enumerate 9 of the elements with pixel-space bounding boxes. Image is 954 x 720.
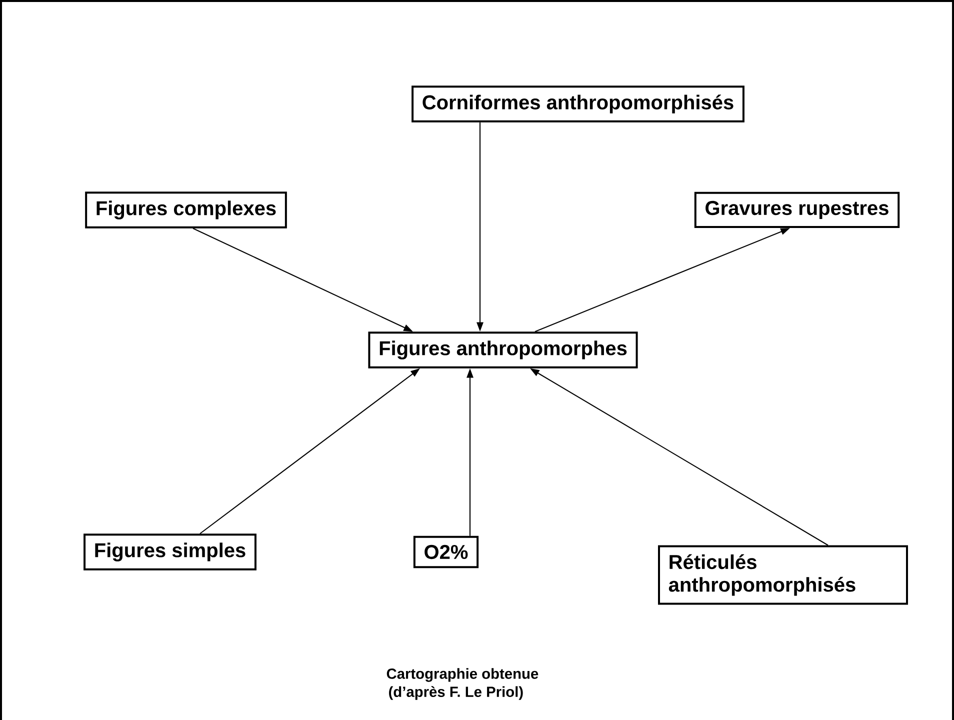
caption-text: Cartographie obtenue bbox=[386, 668, 538, 682]
concept-box: O2% bbox=[413, 536, 479, 568]
concept-box: Figures anthropomorphes bbox=[368, 332, 638, 368]
concept-box: Réticulés anthropomorphisés bbox=[658, 545, 908, 605]
caption-text: (d’après F. Le Priol) bbox=[389, 686, 523, 700]
concept-box: Corniformes anthropomorphisés bbox=[412, 86, 744, 122]
concept-box: Figures simples bbox=[84, 534, 256, 570]
concept-box: Figures complexes bbox=[85, 192, 287, 228]
concept-box: Gravures rupestres bbox=[694, 192, 900, 228]
